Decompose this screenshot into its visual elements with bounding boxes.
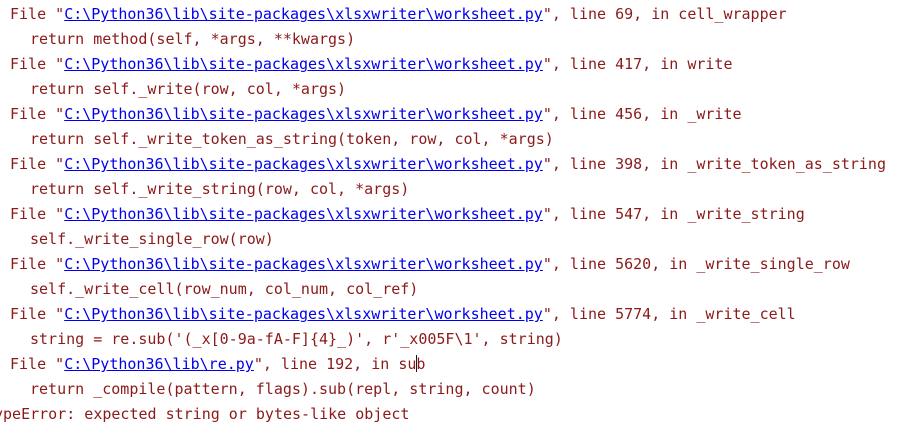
file-path-link[interactable]: C:\Python36\lib\site-packages\xlsxwriter…: [64, 55, 543, 73]
frame-prefix: File ": [10, 5, 65, 23]
frame-prefix: File ": [10, 255, 65, 273]
traceback-code-line: return self._write_token_as_string(token…: [30, 130, 554, 148]
frame-location: ", line 547, in _write_string: [542, 205, 805, 223]
frame-location: ", line 192, in su: [253, 355, 417, 373]
traceback-frame-line: File "C:\Python36\lib\site-packages\xlsx…: [0, 52, 732, 77]
traceback-code-line: return _compile(pattern, flags).sub(repl…: [30, 380, 536, 398]
frame-prefix: File ": [10, 155, 65, 173]
error-message: ypeError: expected string or bytes-like …: [0, 405, 410, 423]
file-path-link[interactable]: C:\Python36\lib\site-packages\xlsxwriter…: [64, 5, 543, 23]
file-path-link[interactable]: C:\Python36\lib\site-packages\xlsxwriter…: [64, 105, 543, 123]
file-path-link[interactable]: C:\Python36\lib\site-packages\xlsxwriter…: [64, 205, 543, 223]
traceback-frame-line: File "C:\Python36\lib\site-packages\xlsx…: [0, 252, 850, 277]
frame-location: ", line 398, in _write_token_as_string: [542, 155, 886, 173]
traceback-frame-line: File "C:\Python36\lib\site-packages\xlsx…: [0, 102, 742, 127]
traceback-frame-line: File "C:\Python36\lib\site-packages\xlsx…: [0, 302, 796, 327]
file-path-link[interactable]: C:\Python36\lib\re.py: [64, 355, 254, 373]
frame-prefix: File ": [10, 55, 65, 73]
file-path-link[interactable]: C:\Python36\lib\site-packages\xlsxwriter…: [64, 305, 543, 323]
traceback-code-line: return self._write_string(row, col, *arg…: [30, 180, 410, 198]
frame-location: ", line 456, in _write: [542, 105, 742, 123]
traceback-code-line: return self._write(row, col, *args): [30, 80, 347, 98]
traceback-frame-line: File "C:\Python36\lib\site-packages\xlsx…: [0, 202, 805, 227]
traceback-code-line: self._write_single_row(row): [30, 230, 274, 248]
frame-prefix: File ": [10, 105, 65, 123]
traceback-frame-line: File "C:\Python36\lib\site-packages\xlsx…: [0, 152, 886, 177]
frame-location: ", line 69, in cell_wrapper: [542, 5, 787, 23]
traceback-frame-line: File "C:\Python36\lib\re.py", line 192, …: [0, 352, 425, 377]
traceback-frame-line: File "C:\Python36\lib\site-packages\xlsx…: [0, 2, 787, 27]
frame-location: ", line 417, in write: [542, 55, 733, 73]
traceback-code-line: string = re.sub('(_x[0-9a-fA-F]{4}_)', r…: [30, 330, 563, 348]
frame-location: ", line 5774, in _write_cell: [542, 305, 796, 323]
frame-prefix: File ": [10, 305, 65, 323]
frame-prefix: File ": [10, 355, 65, 373]
frame-location-tail: b: [416, 355, 426, 373]
traceback-code-line: return method(self, *args, **kwargs): [30, 30, 356, 48]
frame-location: ", line 5620, in _write_single_row: [542, 255, 850, 273]
file-path-link[interactable]: C:\Python36\lib\site-packages\xlsxwriter…: [64, 255, 543, 273]
text-caret: [416, 355, 418, 372]
traceback-code-line: self._write_cell(row_num, col_num, col_r…: [30, 280, 419, 298]
file-path-link[interactable]: C:\Python36\lib\site-packages\xlsxwriter…: [64, 155, 543, 173]
frame-prefix: File ": [10, 205, 65, 223]
